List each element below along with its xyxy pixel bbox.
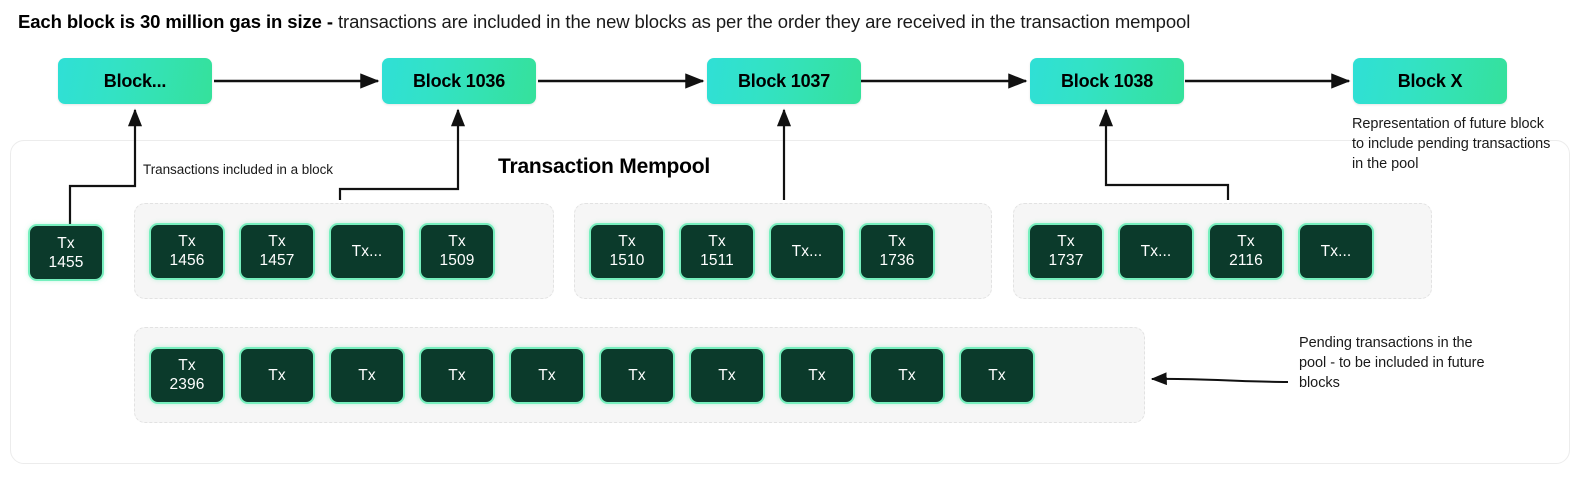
mempool-title: Transaction Mempool — [498, 155, 711, 178]
tx-chip-line1: Tx — [718, 366, 736, 384]
tx-chip[interactable]: Tx... — [1118, 222, 1194, 280]
tx-chip-line1: Tx — [448, 233, 466, 250]
tx-chip-line1: Tx — [1237, 233, 1255, 250]
tx-chip-line1: Tx — [1057, 233, 1075, 250]
tx-chip[interactable]: Tx... — [1298, 222, 1374, 280]
tx-chip[interactable]: Tx — [329, 346, 405, 404]
tx-chip[interactable]: Tx — [239, 346, 315, 404]
tx-chip-line1: Tx — [57, 234, 75, 252]
block-label: Block... — [103, 70, 167, 91]
tx-chip-line2: 1509 — [439, 252, 475, 269]
tx-chip-line1: Tx — [358, 366, 376, 384]
tx-chip-line1: Tx — [178, 357, 196, 374]
tx-chip-line2: 1511 — [700, 252, 734, 269]
tx-chip[interactable]: Tx — [599, 346, 675, 404]
tx-chip-line2: 1455 — [48, 253, 84, 271]
block-label: Block 1037 — [737, 70, 831, 91]
tx-chip-line1: Tx — [178, 233, 196, 250]
tx-chip[interactable]: Tx — [419, 346, 495, 404]
block-box-0[interactable]: Block... — [58, 58, 212, 104]
note-transactions-included: Transactions included in a block — [143, 162, 334, 177]
tx-chip-line2: 1736 — [879, 252, 915, 269]
group-block-1037: Tx 1510 Tx 1511 Tx... Tx 1736 — [574, 203, 992, 299]
tx-chip-standalone[interactable]: Tx 1455 — [28, 224, 104, 281]
tx-chip[interactable]: Tx... — [329, 222, 405, 280]
tx-chip-line1: Tx — [898, 366, 916, 384]
header-caption-rest: transactions are included in the new blo… — [337, 11, 1191, 32]
tx-chip[interactable]: Tx 1510 — [589, 222, 665, 280]
tx-chip[interactable]: Tx — [779, 346, 855, 404]
tx-chip-line1: Tx... — [1140, 242, 1172, 260]
tx-chip-line2: 1456 — [169, 252, 205, 269]
block-box-4[interactable]: Block X — [1353, 58, 1507, 104]
tx-chip[interactable]: Tx 1737 — [1028, 222, 1104, 280]
tx-chip[interactable]: Tx — [869, 346, 945, 404]
header-caption: Each block is 30 million gas in size - t… — [18, 10, 1568, 34]
tx-chip-line1: Tx — [888, 233, 906, 250]
block-box-2[interactable]: Block 1037 — [707, 58, 861, 104]
block-box-1[interactable]: Block 1036 — [382, 58, 536, 104]
tx-chip-line1: Tx — [268, 366, 286, 384]
block-label: Block X — [1397, 70, 1463, 91]
tx-chip[interactable]: Tx 1456 — [149, 222, 225, 280]
tx-chip-line1: Tx — [988, 366, 1006, 384]
note-pending-transactions: Pending transactions in the pool - to be… — [1299, 335, 1485, 391]
tx-chip[interactable]: Tx 2396 — [149, 346, 225, 404]
tx-chip-line1: Tx — [618, 233, 636, 250]
note-future-block: Representation of future block to includ… — [1352, 116, 1551, 172]
tx-chip-line1: Tx... — [351, 242, 383, 260]
tx-chip-line2: 1457 — [259, 252, 295, 269]
tx-chip-line2: 2116 — [1229, 252, 1263, 269]
tx-chip-line1: Tx — [448, 366, 466, 384]
tx-chip-line1: Tx — [538, 366, 556, 384]
tx-chip[interactable]: Tx — [509, 346, 585, 404]
tx-chip-line1: Tx — [708, 233, 726, 250]
tx-chip-line1: Tx... — [791, 242, 823, 260]
tx-chip-line2: 1510 — [609, 252, 645, 269]
tx-chip[interactable]: Tx 1509 — [419, 222, 495, 280]
group-block-1038: Tx 1737 Tx... Tx 2116 Tx... — [1013, 203, 1432, 299]
tx-chip[interactable]: Tx 2116 — [1208, 222, 1284, 280]
tx-chip-line1: Tx... — [1320, 242, 1352, 260]
header-caption-lead: Each block is 30 million gas in size - — [18, 11, 338, 32]
tx-chip-line1: Tx — [268, 233, 286, 250]
block-box-3[interactable]: Block 1038 — [1030, 58, 1184, 104]
tx-chip[interactable]: Tx — [689, 346, 765, 404]
block-label: Block 1038 — [1060, 70, 1154, 91]
tx-chip-line2: 1737 — [1048, 252, 1084, 269]
tx-chip-line2: 2396 — [169, 376, 205, 393]
tx-chip[interactable]: Tx 1736 — [859, 222, 935, 280]
block-label: Block 1036 — [412, 70, 506, 91]
tx-chip[interactable]: Tx 1457 — [239, 222, 315, 280]
tx-chip-line1: Tx — [628, 366, 646, 384]
tx-chip[interactable]: Tx — [959, 346, 1035, 404]
tx-chip-line1: Tx — [808, 366, 826, 384]
group-block-1036: Tx 1456 Tx 1457 Tx... Tx 1509 — [134, 203, 554, 299]
tx-chip[interactable]: Tx... — [769, 222, 845, 280]
tx-chip[interactable]: Tx 1511 — [679, 222, 755, 280]
